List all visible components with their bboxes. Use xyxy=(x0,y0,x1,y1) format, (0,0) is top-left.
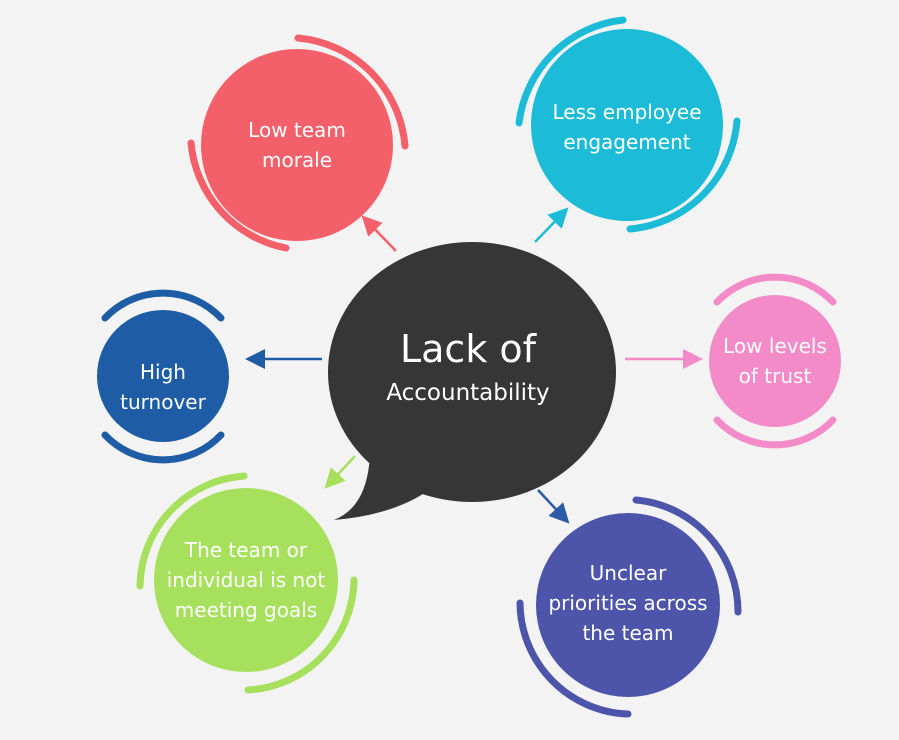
low-team-morale-line2: morale xyxy=(261,148,333,172)
center-title-line1: Lack of xyxy=(399,327,537,371)
arc-trust-2 xyxy=(713,416,837,449)
circle-trust xyxy=(709,295,841,427)
priorities-line2: priorities across xyxy=(548,591,708,615)
low-team-morale-line1: Low team xyxy=(248,118,346,142)
speech-bubble-body xyxy=(328,242,616,502)
arc-engagement-1 xyxy=(515,16,627,127)
priorities-line1: Unclear xyxy=(589,561,667,585)
goals-line1: The team or xyxy=(184,538,308,562)
arc-priorities-1 xyxy=(516,599,632,718)
circle-goals xyxy=(154,488,338,672)
circle-low-team-morale xyxy=(201,49,393,241)
trust-line2: of trust xyxy=(738,364,812,388)
arc-goals-2 xyxy=(244,576,358,694)
arrow-to-goals xyxy=(324,455,356,489)
circle-turnover xyxy=(97,310,229,442)
arrow-to-low-team-morale xyxy=(361,215,397,252)
node-label-engagement: Less employee engagement xyxy=(537,97,717,157)
turnover-line1: High xyxy=(140,360,186,384)
arc-turnover-1 xyxy=(101,289,225,322)
arrow-to-priorities xyxy=(537,489,570,524)
node-circles xyxy=(97,29,841,697)
speech-bubble-tail xyxy=(334,440,432,520)
arc-engagement-2 xyxy=(626,117,741,233)
circle-priorities xyxy=(536,513,720,697)
circle-engagement xyxy=(531,29,723,221)
arc-low-team-morale-2 xyxy=(294,34,409,150)
goals-line3: meeting goals xyxy=(174,598,318,622)
goals-line2: individual is not xyxy=(166,568,326,592)
connector-arrows xyxy=(245,207,703,524)
center-title-line2: Accountability xyxy=(386,380,550,406)
engagement-line1: Less employee xyxy=(552,100,702,124)
arc-trust-1 xyxy=(713,273,837,306)
node-label-low-team-morale: Low team morale xyxy=(217,105,377,185)
arc-low-team-morale-1 xyxy=(187,139,290,252)
trust-line1: Low levels xyxy=(723,334,827,358)
engagement-line2: engagement xyxy=(563,130,691,154)
turnover-line2: turnover xyxy=(120,390,206,414)
arc-priorities-2 xyxy=(632,496,742,616)
decorative-arcs xyxy=(101,16,837,718)
node-label-turnover: High turnover xyxy=(98,357,228,417)
priorities-line3: the team xyxy=(582,621,674,645)
node-label-priorities: Unclear priorities across the team xyxy=(538,558,718,648)
arrow-to-engagement xyxy=(534,207,569,243)
arc-turnover-2 xyxy=(101,431,225,464)
node-label-trust: Low levels of trust xyxy=(705,331,845,391)
node-label-goals: The team or individual is not meeting go… xyxy=(156,535,336,625)
arc-goals-1 xyxy=(136,472,248,590)
center-speech-bubble xyxy=(328,242,616,520)
